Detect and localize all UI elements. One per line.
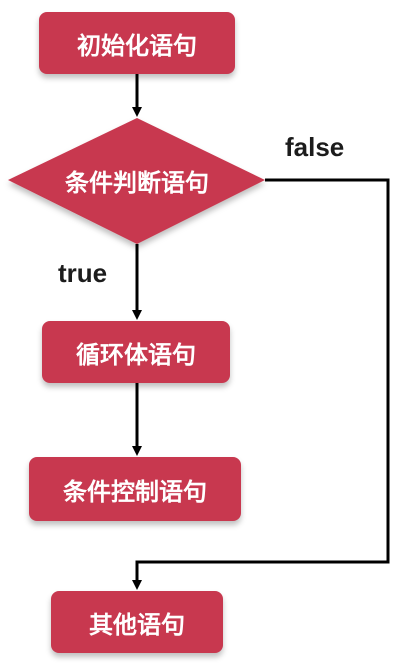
init-statement-label: 初始化语句 xyxy=(77,31,197,60)
condition-statement-label: 条件判断语句 xyxy=(65,168,209,197)
condition-statement-label-box: 条件判断语句 xyxy=(8,152,266,208)
false-edge-label: false xyxy=(285,132,345,162)
other-statement-label: 其他语句 xyxy=(89,610,185,639)
init-statement-node: 初始化语句 xyxy=(39,12,235,74)
condition-control-label: 条件控制语句 xyxy=(63,477,207,506)
loop-body-node: 循环体语句 xyxy=(42,321,230,383)
other-statement-node: 其他语句 xyxy=(51,591,223,653)
arrow-false-path xyxy=(132,178,390,590)
condition-control-node: 条件控制语句 xyxy=(29,457,241,521)
true-edge-label: true xyxy=(58,258,108,288)
condition-diamond xyxy=(8,118,265,244)
loop-body-label: 循环体语句 xyxy=(76,340,196,369)
